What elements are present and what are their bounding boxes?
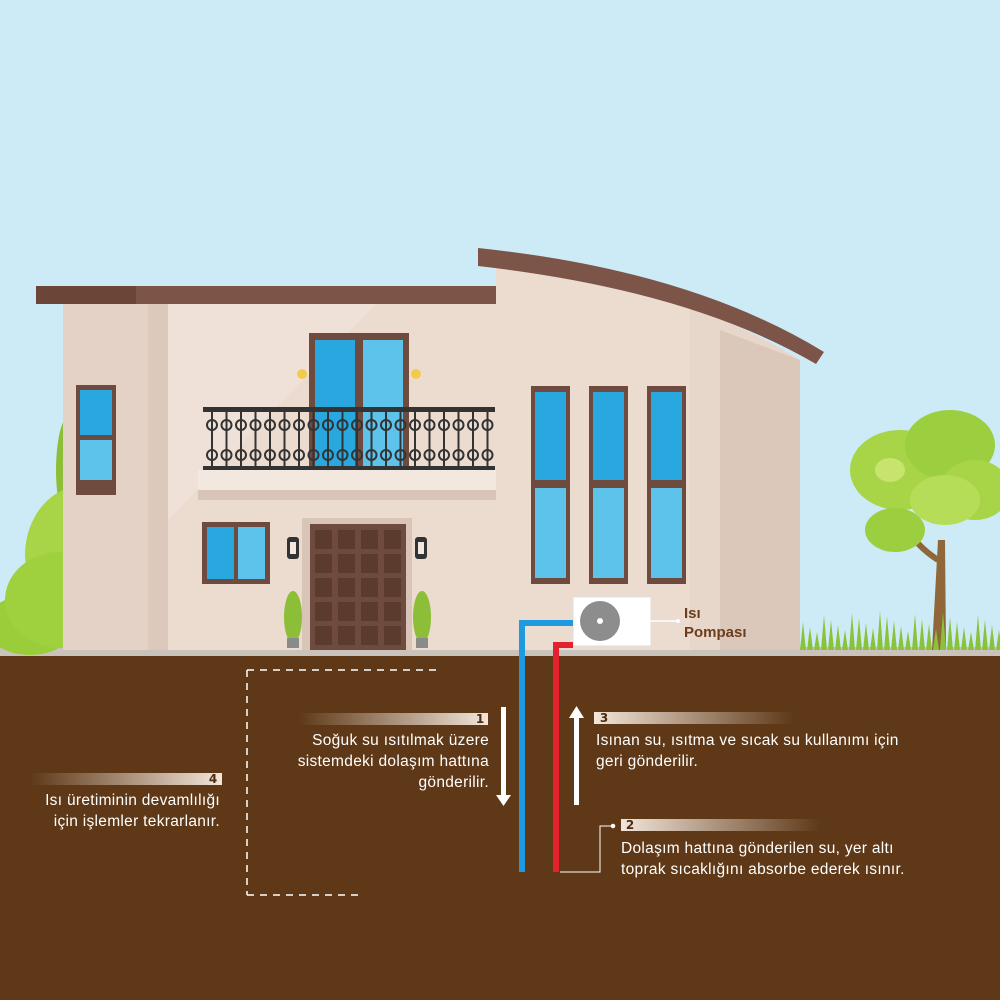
step-3-text: Isınan su, ısıtma ve sıcak su kullanımı … [596, 730, 899, 772]
arrow-down-icon [496, 707, 511, 806]
ground-line [0, 647, 1000, 657]
step-2-line-1: Dolaşım hattına gönderilen su, yer altı [621, 840, 894, 857]
step-4-text: Isı üretiminin devamlılığı için işlemler… [45, 790, 220, 832]
step-1-line-1: Soğuk su ısıtılmak üzere [312, 732, 489, 749]
lamp-upper-right [411, 369, 421, 379]
step-4-line-2: için işlemler tekrarlanır. [53, 813, 220, 830]
circulation-pipes [519, 620, 573, 875]
step-3-bar [594, 712, 794, 724]
heat-pump-label: Isı Pompası [684, 604, 747, 642]
step-1-bar [298, 713, 488, 725]
windows-right [531, 386, 686, 584]
cycle-bracket [246, 669, 440, 896]
step-2-number: 2 [625, 818, 635, 832]
window-lower-left [202, 522, 270, 584]
step-1-line-2: sistemdeki dolaşım hattına [297, 753, 489, 770]
step-2-text: Dolaşım hattına gönderilen su, yer altı … [621, 838, 905, 880]
fan-icon [580, 601, 620, 641]
topiary-plants [284, 591, 431, 648]
step-4-bar [30, 773, 222, 785]
heat-pump-unit [572, 596, 680, 647]
entry-lamps [287, 537, 427, 559]
heat-pump-label-line-2: Pompası [684, 624, 747, 641]
step-3-line-1: Isınan su, ısıtma ve sıcak su kullanımı … [596, 732, 899, 749]
lamp-upper-left [297, 369, 307, 379]
step-2-connector [560, 823, 616, 873]
soil [0, 656, 1000, 1000]
step-2-line-2: toprak sıcaklığını absorbe ederek ısınır… [621, 861, 905, 878]
arrow-up-icon [569, 706, 584, 805]
step-3-number: 3 [599, 711, 609, 725]
heat-pump-label-line-1: Isı [684, 605, 701, 622]
step-1-number: 1 [475, 712, 485, 726]
step-3-line-2: geri gönderilir. [596, 753, 699, 770]
step-4-line-1: Isı üretiminin devamlılığı [45, 792, 220, 809]
window-left [76, 385, 116, 495]
right-tree [850, 410, 1000, 650]
step-1-text: Soğuk su ısıtılmak üzere sistemdeki dola… [298, 730, 489, 793]
step-1-line-3: gönderilir. [418, 774, 489, 791]
step-4-number: 4 [208, 772, 218, 786]
grass [800, 611, 1000, 650]
balcony [198, 407, 498, 500]
front-door [302, 518, 412, 650]
step-2-bar [621, 819, 821, 831]
